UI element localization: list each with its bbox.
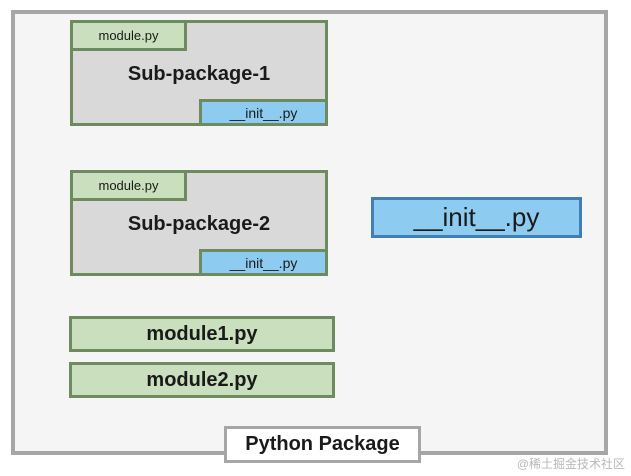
subpackage-1-box: module.py Sub-package-1 __init__.py [70, 20, 328, 126]
subpackage-1-init-file: __init__.py [199, 99, 325, 123]
subpackage-2-title: Sub-package-2 [127, 213, 271, 235]
package-init-file: __init__.py [371, 197, 582, 238]
module1-file: module1.py [69, 316, 335, 352]
subpackage-2-box: module.py Sub-package-2 __init__.py [70, 170, 328, 276]
subpackage-2-module-file: module.py [73, 173, 187, 201]
module2-file: module2.py [69, 362, 335, 398]
subpackage-2-init-file: __init__.py [199, 249, 325, 273]
subpackage-1-title: Sub-package-1 [127, 63, 271, 85]
subpackage-1-module-file: module.py [73, 23, 187, 51]
watermark: @稀土掘金技术社区 [516, 457, 625, 471]
python-package-label: Python Package [224, 426, 421, 463]
